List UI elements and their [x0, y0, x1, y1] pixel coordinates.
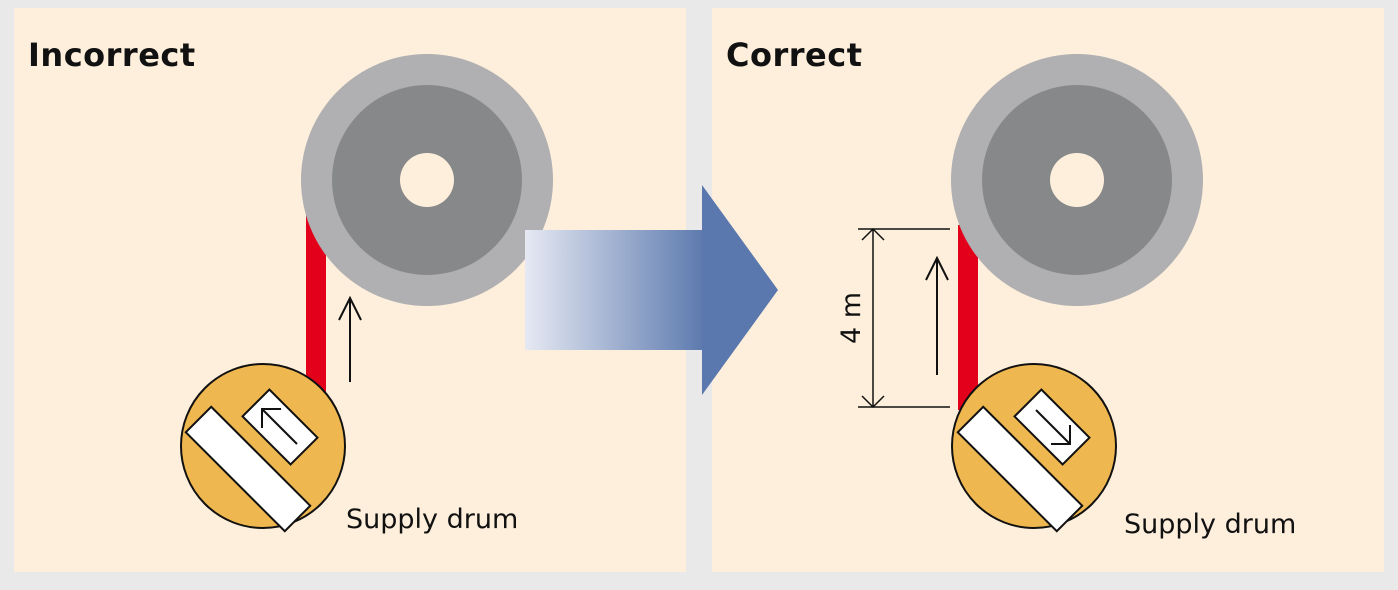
- cable-reel: [301, 54, 553, 306]
- cable: [958, 225, 978, 410]
- pull-direction-arrow: [338, 295, 362, 382]
- correct-title: Correct: [726, 36, 863, 74]
- supply-drum: [951, 363, 1117, 533]
- cable: [306, 215, 326, 395]
- incorrect-title: Incorrect: [28, 36, 196, 74]
- pull-direction-arrow: [925, 255, 949, 375]
- incorrect-drum-label: Supply drum: [346, 504, 518, 535]
- incorrect-diagram: Supply drum: [180, 54, 553, 535]
- drum-rotation-arrow: [261, 408, 298, 445]
- reel-hub: [400, 153, 454, 207]
- distance-dimension: [858, 227, 950, 409]
- supply-drum: [180, 363, 346, 533]
- correct-drum-label: Supply drum: [1124, 509, 1296, 540]
- drum-flange: [956, 405, 1084, 533]
- drum-flange: [184, 405, 312, 533]
- reel-hub: [1050, 153, 1104, 207]
- drum-rotation-arrow: [1035, 409, 1071, 445]
- distance-label: 4 m: [836, 292, 867, 344]
- transition-arrow-icon: [525, 185, 778, 395]
- cable-reel: [951, 54, 1203, 306]
- correct-diagram: 4 m Supply drum: [836, 54, 1296, 540]
